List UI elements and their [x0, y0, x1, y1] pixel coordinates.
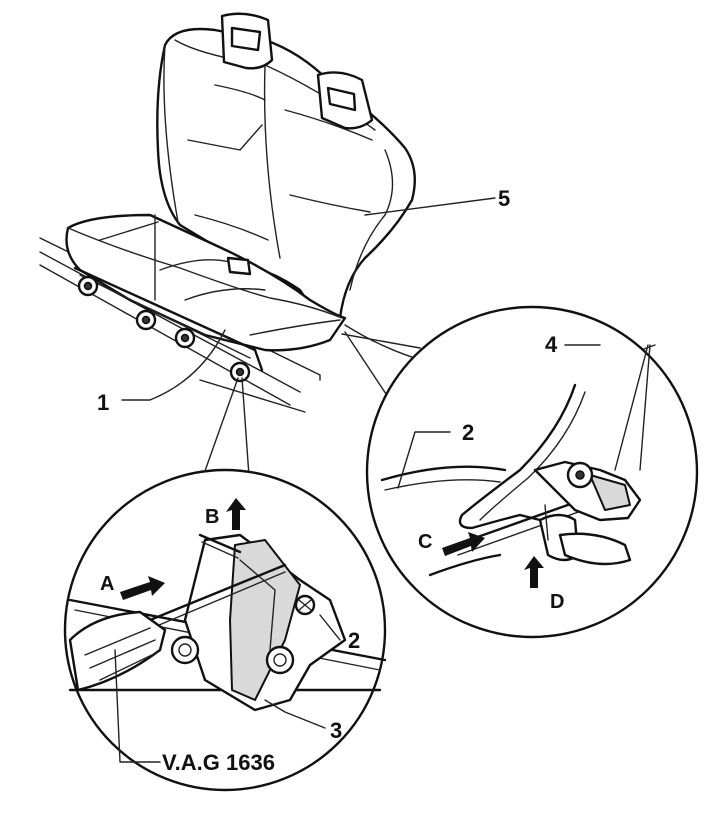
arrow-c [442, 532, 485, 556]
rear-seat-assembly [65, 12, 416, 383]
belt-buckle [226, 256, 252, 276]
direction-label-c: C [418, 531, 432, 553]
direction-arrows [120, 498, 544, 600]
latch-rod [458, 383, 577, 530]
detail-view-front-mount [63, 468, 387, 792]
callout-leaders [114, 197, 601, 763]
callout-2-left: 2 [348, 628, 360, 653]
bolt-left [170, 635, 200, 665]
arrow-a [120, 576, 165, 600]
tool-label: V.A.G 1636 [162, 750, 275, 775]
detail-view-rear-latch [365, 305, 699, 639]
callout-4: 4 [545, 332, 558, 357]
direction-label-a: A [100, 573, 114, 595]
direction-label-b: B [205, 506, 219, 528]
callout-5: 5 [498, 186, 510, 211]
direction-label-d: D [550, 591, 564, 613]
callout-2-right: 2 [462, 420, 474, 445]
callout-3: 3 [330, 718, 342, 743]
bolt-right [265, 645, 295, 675]
arrow-d [524, 556, 544, 588]
callout-1: 1 [97, 390, 109, 415]
screwdriver-shaft [148, 563, 287, 622]
arrow-b [226, 498, 246, 530]
